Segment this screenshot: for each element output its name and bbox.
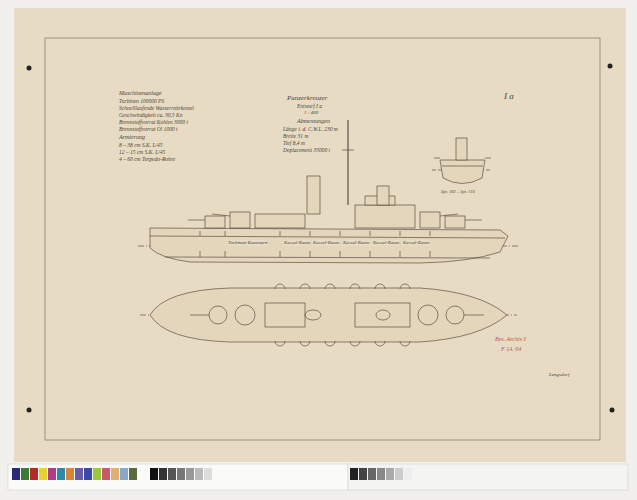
archive-stamp: Bes. Archiv I (494, 336, 527, 343)
signature: Lengsdorf (548, 372, 570, 378)
cross-section (432, 138, 492, 184)
spec-line: 8 – 38 cm S.K. L/45 (118, 142, 164, 148)
archive-stamp: F 14. 04 (500, 346, 522, 353)
section-heading: Armierung (118, 134, 146, 141)
dimension-line: Deplacement 35000 t (282, 147, 331, 153)
compartment-label: Kessel-Raum (402, 240, 430, 246)
spec-line: Schnelllaufende Wasserrohrkessel (118, 105, 195, 111)
section-heading: Maschinenanlage (118, 90, 163, 97)
dimension-line: Breite 31 m (282, 133, 309, 139)
spec-line: Brennstoffvorrat Kohlen 3000 t (118, 119, 189, 125)
dimension-line: Länge i. d. C.W.L. 230 m (282, 126, 339, 132)
compartment-label: Kessel-Raum (342, 240, 370, 246)
compartment-label: Kessel-Raum (372, 240, 400, 246)
side-profile (138, 120, 518, 263)
spec-line: 12 – 15 cm S.K. L/45 (118, 149, 166, 155)
compartment-label: Kessel-Raum (283, 240, 311, 246)
section-heading: Abmessungen (296, 118, 331, 125)
compartment-label: Turbinen-Kammern (227, 240, 268, 246)
compartment-label: Kessel-Raum (312, 240, 340, 246)
plan-view (140, 284, 517, 346)
spec-line: Turbinen 100000 PS (118, 98, 165, 104)
spec-line: 4 – 60 cm Torpedo-Rohre (118, 156, 176, 162)
frame-line (45, 38, 600, 440)
section-caption: Spt. 102 – Spt. 110 (440, 190, 476, 195)
pins (27, 64, 615, 413)
sheet-number: I a (503, 92, 515, 102)
drawing-title: Panzerkreuzer (286, 95, 329, 103)
paper-sheet (14, 8, 626, 462)
spec-line: Brennstoffvorrat Öl 1000 t (118, 126, 179, 132)
colour-target (8, 464, 628, 490)
dimension-line: Tief 8,4 m (282, 140, 306, 146)
scale-note: 1 : 400 (303, 110, 319, 116)
spec-line: Geschwindigkeit ca. 30,5 Kn (118, 112, 183, 118)
design-number: Entwurf I a (296, 103, 323, 109)
